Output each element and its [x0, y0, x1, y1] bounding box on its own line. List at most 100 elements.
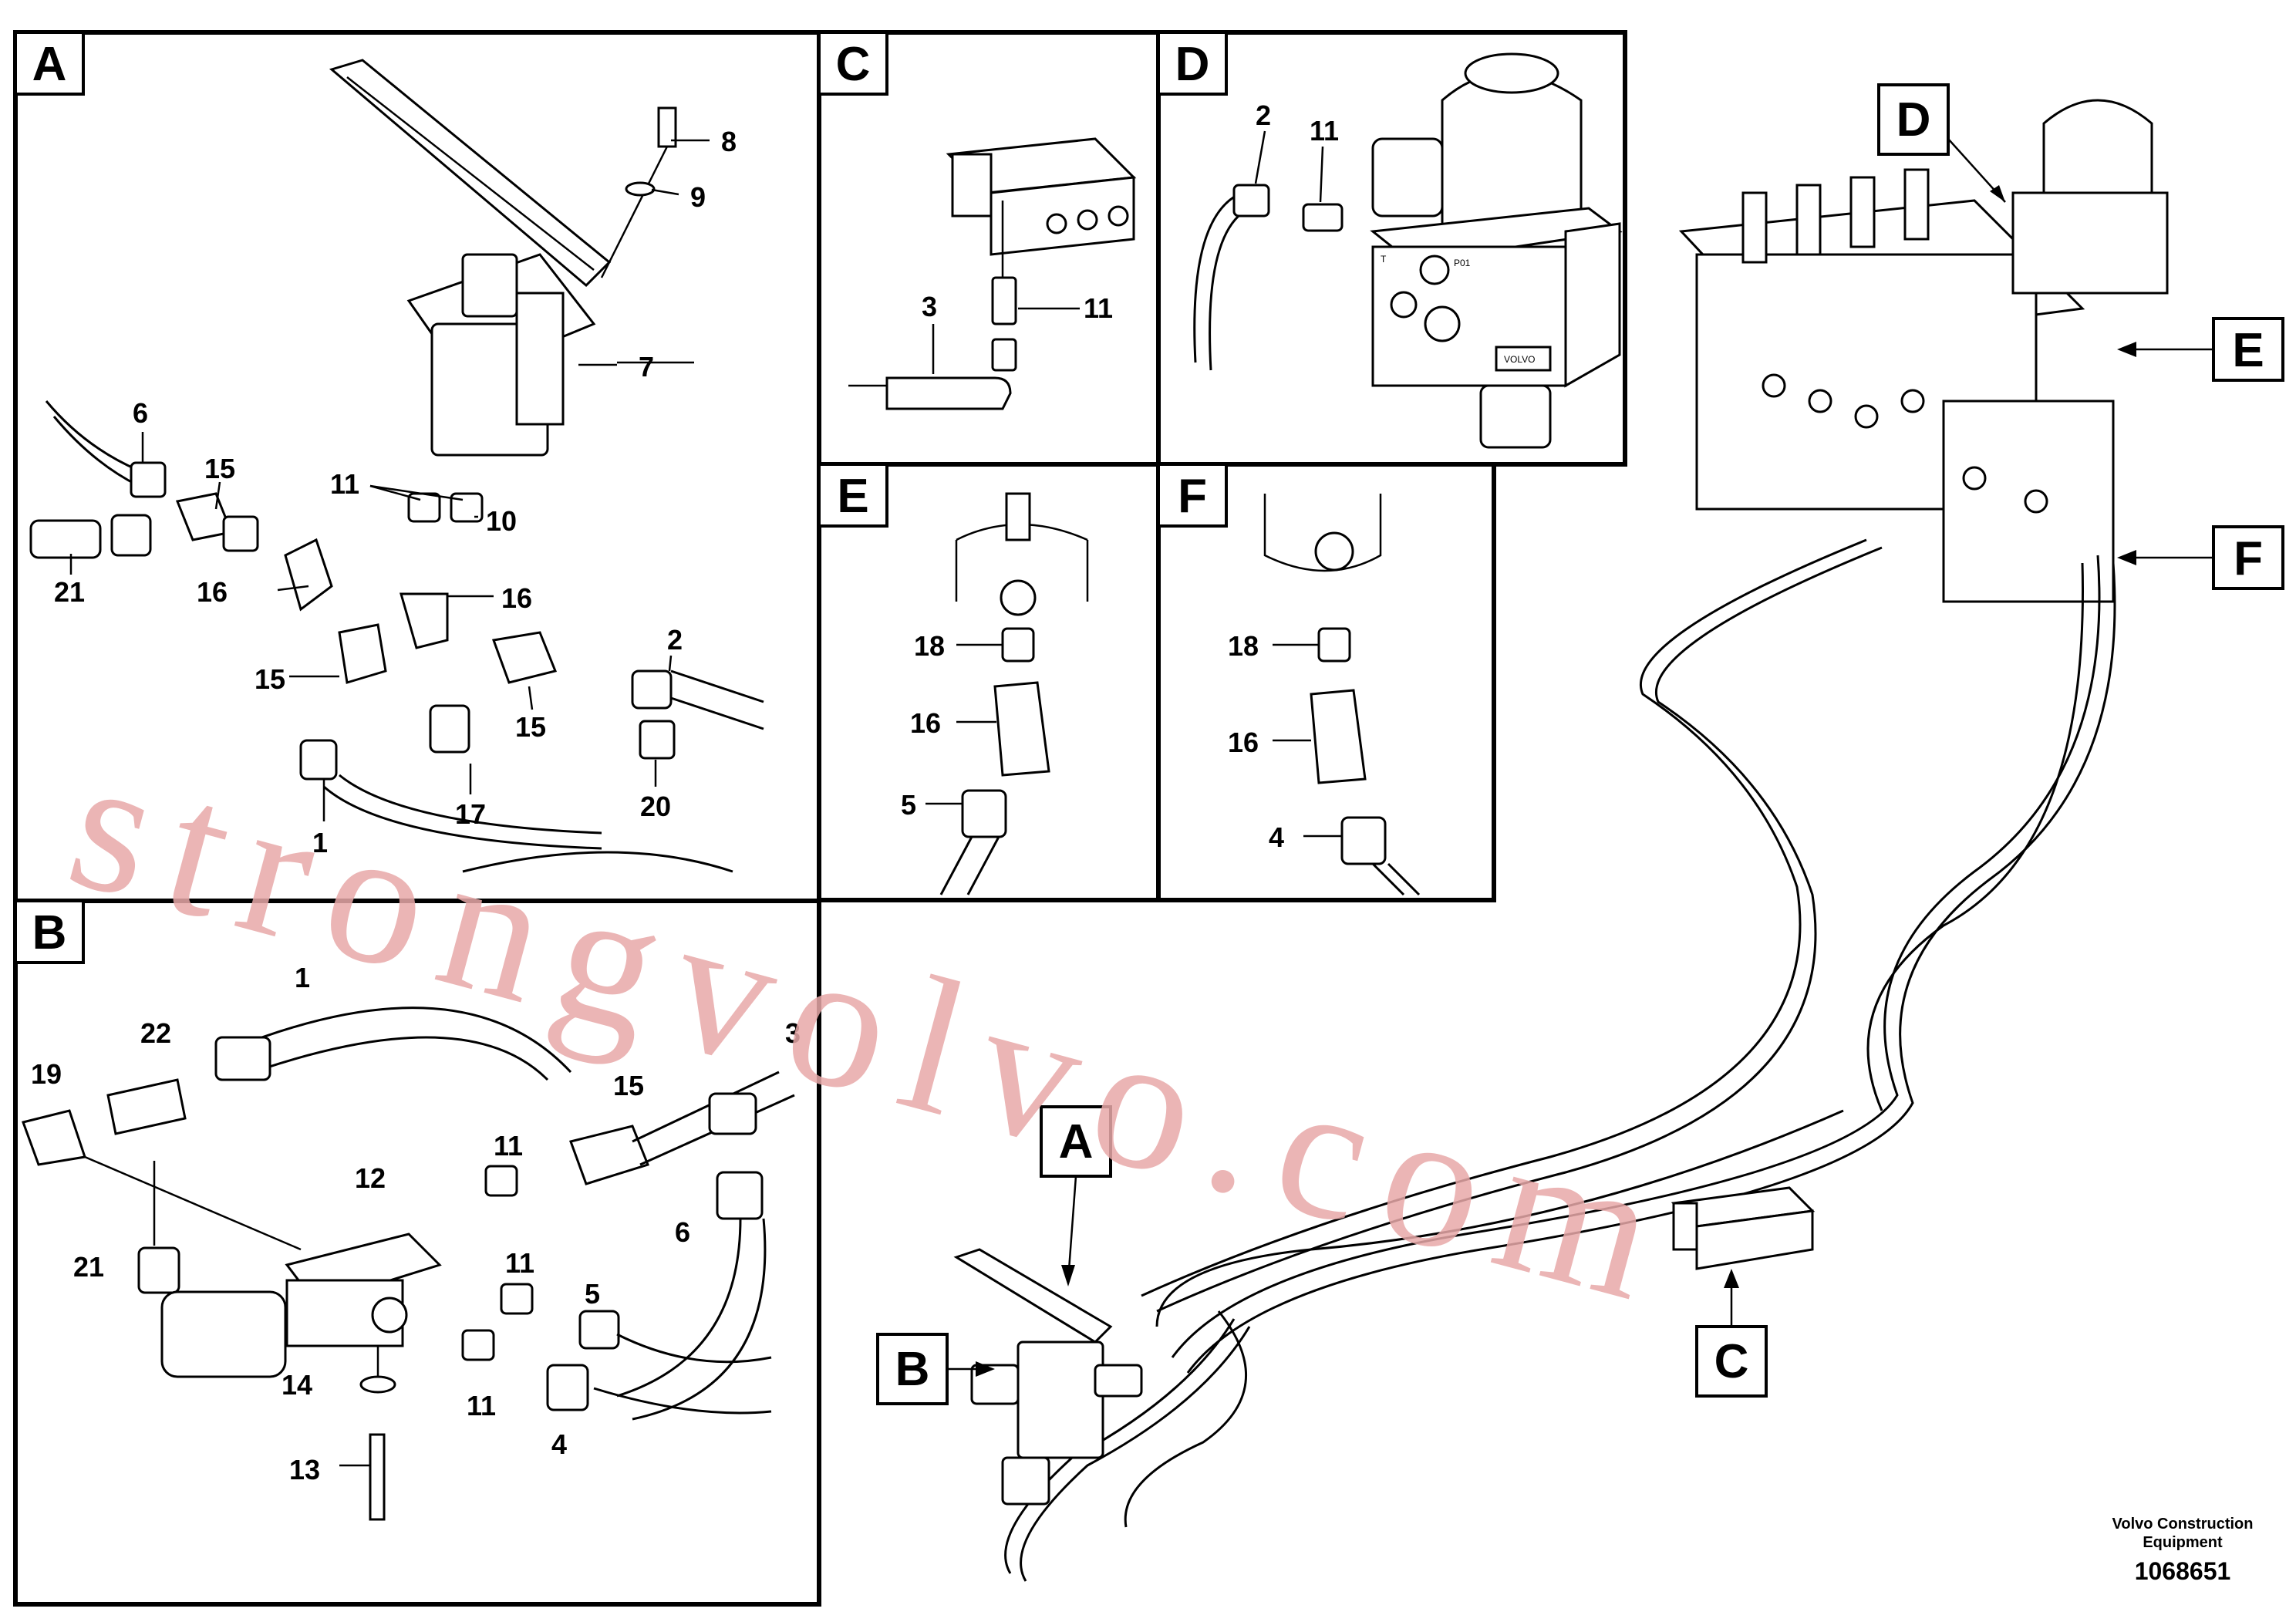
- callout-b-13: 13: [289, 1454, 320, 1485]
- elbow-16b: [400, 592, 449, 649]
- hose-c3: [885, 376, 1012, 410]
- fitting-f16: [1310, 689, 1367, 784]
- footer-company-line1: Volvo Construction: [2112, 1516, 2254, 1533]
- callout-f-4: 4: [1269, 821, 1284, 853]
- fitting-e5: [961, 789, 1007, 838]
- overview-assembly: [953, 99, 2169, 1582]
- callout-a-8: 8: [721, 126, 737, 157]
- fitting-21: [29, 519, 102, 559]
- callout-c-3: 3: [922, 291, 937, 322]
- callout-a-17: 17: [455, 798, 486, 830]
- fitting-b21: [137, 1246, 180, 1294]
- callout-e-5: 5: [901, 789, 916, 821]
- callout-b-1: 1: [295, 962, 310, 993]
- tee-b15: [569, 1125, 649, 1185]
- panel-b: B 1 22 19 3 15 12: [13, 899, 821, 1607]
- callout-a-2: 2: [667, 624, 683, 656]
- port-p01: P01: [1454, 258, 1471, 268]
- fitting-b1: [214, 1036, 271, 1081]
- overview-markers: D E F A B C: [876, 83, 2284, 1405]
- accumulator-icon: [1441, 72, 1583, 233]
- fitting-2: [631, 669, 673, 710]
- callout-c-11: 11: [1084, 292, 1113, 324]
- callout-b-6: 6: [675, 1216, 690, 1248]
- panel-e-label: E: [837, 470, 868, 523]
- fitting-b11a: [484, 1165, 518, 1197]
- volvo-tag: VOLVO: [1504, 354, 1535, 365]
- callout-a-1: 1: [312, 827, 328, 858]
- callout-b-3: 3: [785, 1017, 801, 1049]
- panel-d: D VOLVO P01 T 2 11: [1156, 30, 1627, 467]
- fitting-1: [299, 739, 338, 781]
- callout-a-9: 9: [690, 181, 706, 213]
- stud-icon: [1005, 492, 1031, 541]
- bolt-b13: [369, 1433, 386, 1521]
- callout-b-4: 4: [551, 1428, 567, 1460]
- pedal-icon: [329, 59, 694, 457]
- marker-a: A: [1059, 1115, 1094, 1168]
- callout-a-11: 11: [330, 468, 359, 500]
- callout-b-11a: 11: [494, 1130, 523, 1162]
- marker-f: F: [2234, 532, 2263, 585]
- fitting-b3: [708, 1092, 757, 1135]
- drawing-number: 1068651: [2135, 1557, 2231, 1585]
- callout-a-10: 10: [486, 505, 517, 537]
- fitting-b11c: [461, 1329, 495, 1361]
- port-t: T: [1381, 254, 1387, 265]
- fitting-c11: [991, 276, 1017, 325]
- marker-e: E: [2232, 324, 2264, 377]
- fitting-d11: [1302, 203, 1344, 232]
- accumulator-overview-icon: [2042, 99, 2153, 218]
- callout-a-15: 15: [204, 453, 235, 484]
- callout-f-16: 16: [1228, 727, 1259, 758]
- callout-a-21: 21: [54, 576, 85, 608]
- callout-e-16: 16: [910, 707, 941, 739]
- tee-15b: [338, 623, 387, 684]
- callout-b-22: 22: [140, 1017, 171, 1049]
- fitting-d2: [1232, 184, 1270, 218]
- marker-c: C: [1714, 1335, 1749, 1388]
- callout-b-19: 19: [31, 1058, 62, 1090]
- fitting-21b: [110, 514, 152, 557]
- callout-b-12: 12: [355, 1162, 386, 1194]
- callout-b-21: 21: [73, 1251, 104, 1283]
- pedal-overview-icon: [953, 1248, 1113, 1344]
- panel-b-label: B: [32, 906, 67, 959]
- callout-d-2: 2: [1256, 99, 1271, 131]
- elbow-16a: [284, 538, 333, 612]
- fitting-6: [130, 461, 167, 498]
- manifold-left: [951, 153, 993, 218]
- callout-a-20: 20: [640, 791, 671, 822]
- valve-icon: [1371, 137, 1444, 218]
- callout-f-18: 18: [1228, 630, 1259, 662]
- fitting-b4: [546, 1364, 589, 1411]
- callout-b-15: 15: [613, 1070, 644, 1101]
- callout-a-6: 6: [133, 397, 148, 429]
- marker-d: D: [1896, 93, 1931, 147]
- panel-c: C 3 11: [817, 30, 1161, 467]
- callout-a-16: 16: [197, 576, 228, 608]
- callout-d-11: 11: [1310, 115, 1339, 147]
- solenoid-icon: [160, 1290, 287, 1378]
- callout-b-11b: 11: [505, 1247, 534, 1279]
- washer-icon: [359, 1375, 396, 1394]
- pedal-valve-overview: [1017, 1340, 1104, 1459]
- fitting-f18: [1317, 627, 1351, 663]
- fitting-b5: [578, 1310, 620, 1350]
- fitting-b6: [716, 1171, 764, 1220]
- footer-company-line2: Equipment: [2143, 1534, 2223, 1551]
- callout-a-16b: 16: [501, 582, 532, 614]
- fitting-15a: [222, 515, 259, 552]
- callout-b-14: 14: [282, 1369, 312, 1401]
- bolt-icon: [600, 106, 677, 278]
- panel-a-label: A: [32, 38, 67, 91]
- fitting-15c: [491, 631, 558, 684]
- panel-f: F 18 16 4: [1156, 462, 1496, 902]
- fitting-17: [429, 704, 470, 754]
- marker-b: B: [895, 1343, 930, 1396]
- panel-c-label: C: [836, 38, 871, 91]
- panel-d-label: D: [1175, 38, 1210, 91]
- callout-b-5: 5: [585, 1278, 600, 1310]
